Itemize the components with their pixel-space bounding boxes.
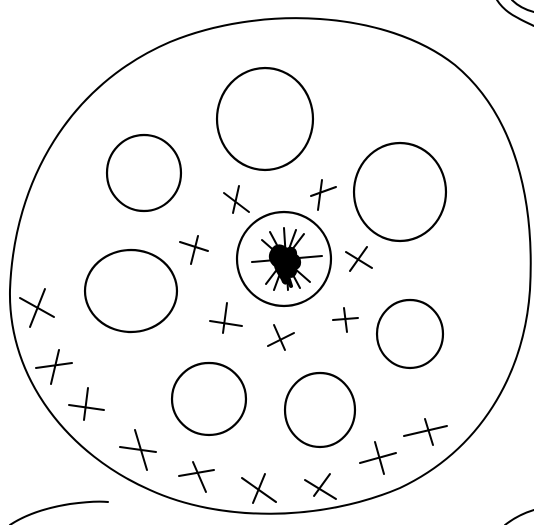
inner-circle-upper-left [107,135,181,211]
cross-mark [36,350,72,384]
cross-mark [360,442,396,474]
cross-mark [268,325,294,350]
cross-mark [120,430,156,470]
cross-mark [224,186,249,213]
inner-circle-left [85,250,177,332]
cross-mark [69,388,104,420]
inner-circle-right [377,300,443,368]
neighbor-circle-top-right-edge [512,0,534,12]
cross-mark [346,247,372,271]
cross-mark [311,180,336,210]
neighbor-circle-bottom-left [10,502,108,525]
cross-marks-rim [20,289,447,503]
cross-mark [404,419,447,445]
neighbor-circle-bottom-right [505,510,534,525]
inner-circle-top [217,68,313,170]
cross-mark [333,308,358,332]
cross-mark [180,236,208,264]
cross-mark [20,289,54,327]
outer-circle [10,18,531,514]
cross-mark [179,462,214,492]
cross-mark [242,474,276,503]
center-starburst [252,228,322,290]
inner-circle-bottom-left [172,363,246,435]
cross-mark [210,303,242,333]
cross-mark [305,474,336,499]
inner-circle-upper-right [354,143,446,241]
inner-circle-bottom-right [285,373,355,447]
